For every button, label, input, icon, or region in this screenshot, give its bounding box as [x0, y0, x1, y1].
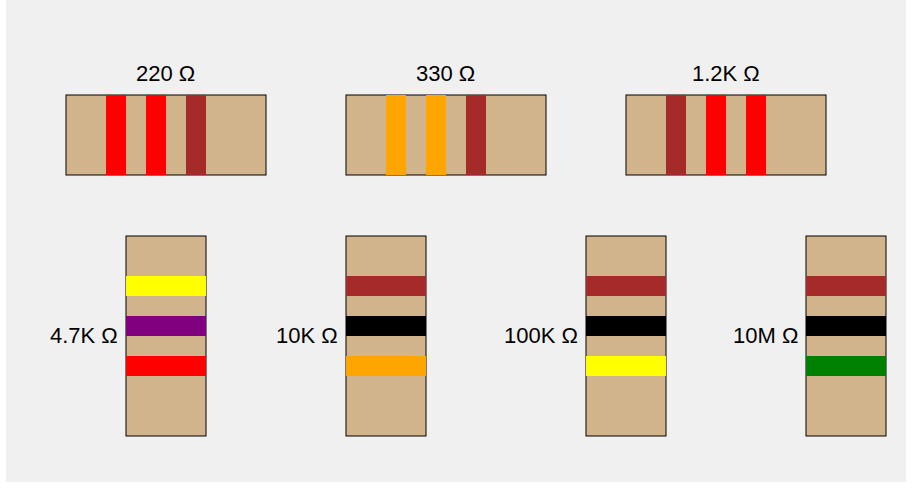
resistance-label: 10M Ω	[733, 325, 798, 347]
resistance-label: 220 Ω	[136, 63, 195, 85]
color-band	[746, 95, 766, 175]
resistance-label: 4.7K Ω	[50, 325, 118, 347]
resistance-label: 10K Ω	[276, 325, 338, 347]
color-band	[666, 95, 686, 175]
resistor-body	[346, 236, 426, 436]
resistor: 10K Ω	[346, 236, 426, 436]
color-band	[426, 95, 446, 175]
color-band	[126, 356, 206, 376]
resistor: 220 Ω	[66, 95, 266, 175]
resistance-label: 1.2K Ω	[692, 63, 760, 85]
color-band	[346, 276, 426, 296]
color-band	[806, 356, 886, 376]
color-band	[386, 95, 406, 175]
color-band	[586, 356, 666, 376]
resistor-body	[126, 236, 206, 436]
color-band	[706, 95, 726, 175]
color-band	[106, 95, 126, 175]
color-band	[466, 95, 486, 175]
resistor: 1.2K Ω	[626, 95, 826, 175]
color-band	[186, 95, 206, 175]
color-band	[126, 276, 206, 296]
color-band	[806, 276, 886, 296]
resistor-body	[346, 95, 546, 175]
resistor-body	[806, 236, 886, 436]
resistor: 100K Ω	[586, 236, 666, 436]
color-band	[586, 276, 666, 296]
resistor-body	[586, 236, 666, 436]
resistor: 330 Ω	[346, 95, 546, 175]
resistor-body	[626, 95, 826, 175]
color-band	[146, 95, 166, 175]
resistance-label: 330 Ω	[416, 63, 475, 85]
resistor-body	[66, 95, 266, 175]
color-band	[126, 316, 206, 336]
color-band	[346, 316, 426, 336]
color-band	[346, 356, 426, 376]
color-band	[586, 316, 666, 336]
resistor: 10M Ω	[806, 236, 886, 436]
resistor: 4.7K Ω	[126, 236, 206, 436]
resistance-label: 100K Ω	[504, 325, 578, 347]
color-band	[806, 316, 886, 336]
